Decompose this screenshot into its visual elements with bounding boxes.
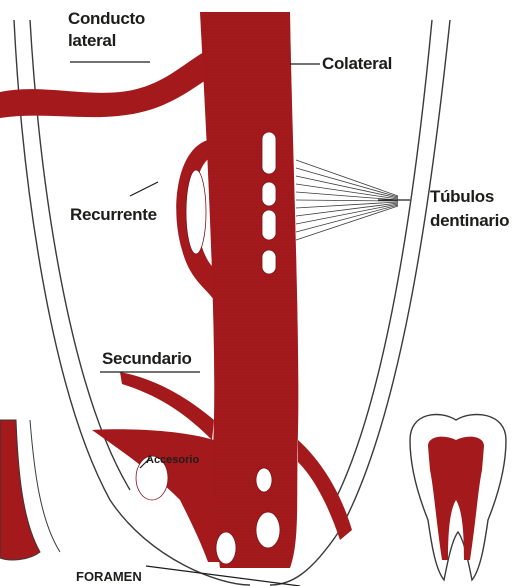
- label-secundario: Secundario: [102, 350, 192, 367]
- label-conducto-lateral-line1: Conducto: [68, 10, 145, 27]
- label-recurrente: Recurrente: [70, 206, 157, 223]
- label-accesorio: Accesorio: [146, 455, 199, 466]
- pulp-canal-system: [0, 12, 352, 568]
- label-foramen: FORAMEN: [76, 570, 142, 583]
- small-root-left: [0, 420, 60, 560]
- island-9: [256, 468, 272, 492]
- island-2: [262, 182, 276, 206]
- label-tubulos-line1: Túbulos: [430, 188, 494, 205]
- island-4: [262, 250, 276, 274]
- island-8: [256, 512, 280, 548]
- tooth-icon: [410, 415, 506, 580]
- island-5: [186, 170, 206, 254]
- island-3: [262, 210, 276, 240]
- label-conducto-lateral-line2: lateral: [68, 32, 116, 49]
- label-tubulos-line2: dentinario: [430, 212, 509, 229]
- island-7: [216, 532, 236, 564]
- island-1: [262, 132, 276, 174]
- label-colateral: Colateral: [322, 55, 392, 72]
- accessory-right: [298, 440, 352, 540]
